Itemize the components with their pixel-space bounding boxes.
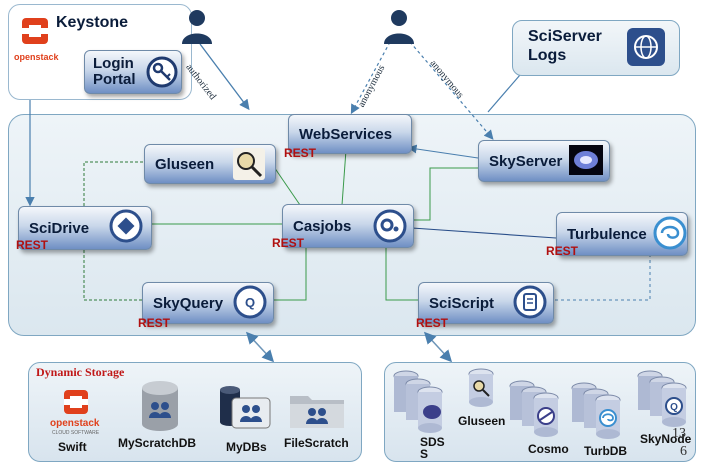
myscratchdb-cylinder-icon [142,381,178,431]
user-icon [182,10,212,44]
anonymous-user-icon [384,10,414,44]
login-portal-line1: Login [93,55,134,72]
turbulence-swirl-icon [653,216,687,250]
keystone-title: Keystone [56,14,129,31]
sciserver-logs-line1: SciServer [528,28,602,45]
page-number-line1: 13 [672,426,686,441]
skyserver-label: SkyServer [489,152,563,170]
swift-brand-text: openstack [50,418,100,429]
key-icon [146,56,178,88]
sdss-db-icon [393,370,443,433]
openstack-text: openstack [14,52,59,62]
sciserver-logs-line2: Logs [528,47,567,64]
svg-text:Q: Q [670,402,678,413]
myscratchdb-label: MyScratchDB [118,436,197,450]
swift-label: Swift [58,440,87,454]
gluseen-db-label: Gluseen [458,414,506,428]
gluseen-label: Gluseen [155,155,215,173]
page-number-line2: 6 [680,444,687,459]
casjobs-label: Casjobs [293,217,352,235]
sdss-line2: S [420,447,429,461]
login-portal-line2: Portal [93,71,136,88]
turbdb-label: TurbDB [584,444,628,458]
mydbs-icon [220,386,271,429]
turbulence-rest-label: REST [546,244,579,258]
gluseen-db-icon [468,368,494,407]
scidrive-icon [109,209,143,243]
turbulence-label: Turbulence [567,225,647,243]
swift-openstack-icon [64,390,88,414]
turbdb-db-icon [571,382,621,439]
filescratch-folder-icon [290,396,344,428]
skyquery-rest-label: REST [138,316,171,330]
webservices-label: WebServices [299,125,393,143]
casjobs-rest-label: REST [272,236,305,250]
gears-icon [373,209,407,243]
webservices-rest-label: REST [284,146,317,160]
swift-sub-text: CLOUD SOFTWARE [52,430,100,436]
sciscript-rest-label: REST [416,316,449,330]
magnifier-icon [233,148,265,180]
webservices-node[interactable]: WebServices [288,114,412,154]
globe-log-icon [627,28,665,66]
cosmo-db-icon [509,380,559,437]
skynode-db-icon: Q [637,370,687,427]
openstack-logo-icon [22,18,48,44]
scidrive-rest-label: REST [16,238,49,252]
scroll-icon [513,285,547,319]
svg-text:Q: Q [245,295,255,310]
dynamic-storage-title: Dynamic Storage [36,365,125,379]
sdss-line1: SDS [420,435,445,449]
sdss-label: SDS S [420,436,445,460]
sciscript-label: SciScript [429,294,495,312]
sciscript-node[interactable]: SciScript [418,282,554,324]
cosmo-label: Cosmo [528,442,569,456]
sciserver-logs-title: SciServer Logs [528,27,602,65]
skyquery-q-icon: Q [233,285,267,319]
galaxy-icon [569,145,603,175]
scidrive-label: SciDrive [29,219,90,237]
filescratch-label: FileScratch [284,436,349,450]
skynode-label: SkyNode [640,432,692,446]
skyquery-label: SkyQuery [153,294,224,312]
mydbs-label: MyDBs [226,440,267,454]
